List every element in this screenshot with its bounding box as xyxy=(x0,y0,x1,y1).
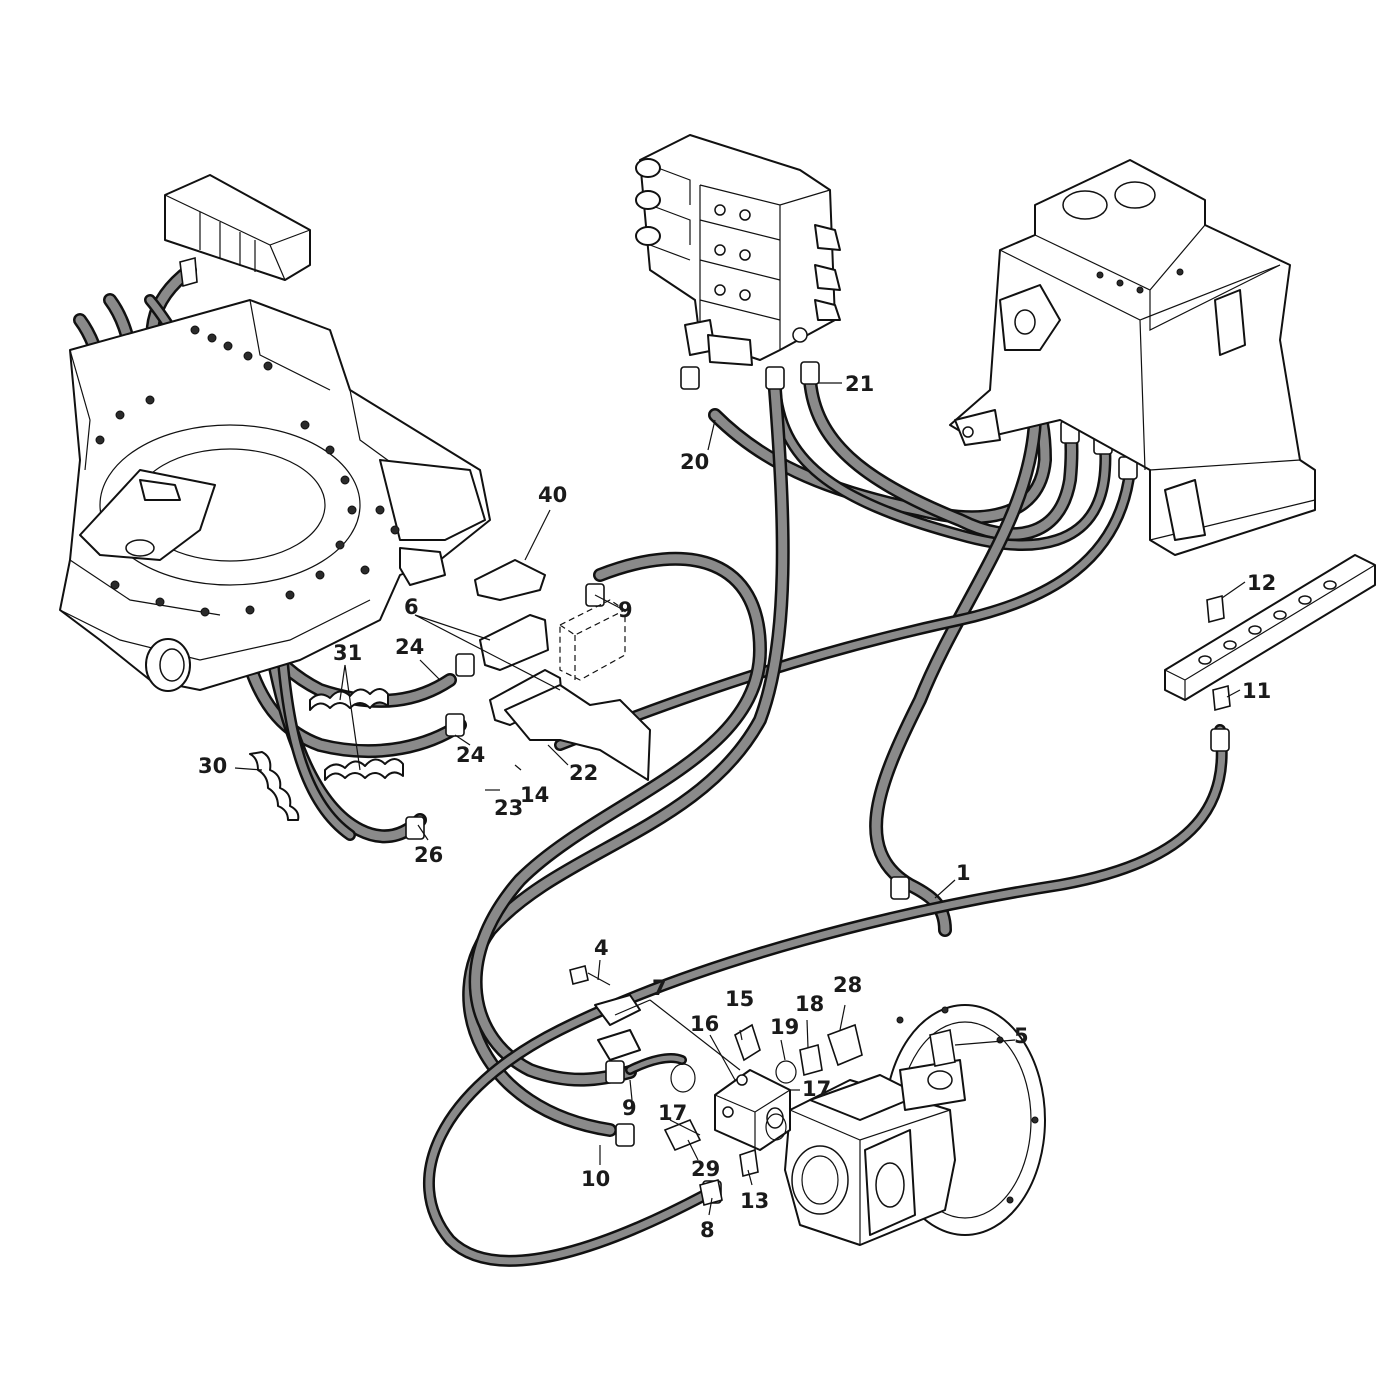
hose-end-fitting xyxy=(765,366,785,390)
hose-pump-to-block xyxy=(625,1053,687,1075)
callout-12: 12 xyxy=(1247,571,1276,595)
small-fittings xyxy=(569,965,863,1207)
hose-end-fitting xyxy=(615,1123,635,1147)
callout-17-right: 17 xyxy=(802,1077,831,1101)
callout-24-upper: 24 xyxy=(395,635,424,659)
hose-end-fitting xyxy=(680,366,700,390)
hose-end-fitting xyxy=(1210,728,1230,752)
hose-tower-to-filter xyxy=(554,464,1136,751)
hose-tower-to-filter-core xyxy=(556,466,1134,749)
callout-10: 10 xyxy=(581,1167,610,1191)
solenoid-block xyxy=(164,174,311,288)
callout-29: 29 xyxy=(691,1157,720,1181)
callout-9-lower: 9 xyxy=(622,1096,637,1120)
turntable-frame xyxy=(59,299,491,692)
callout-21: 21 xyxy=(845,372,874,396)
callout-1: 1 xyxy=(956,861,971,885)
hydraulic-pump-assembly xyxy=(784,1004,1046,1246)
callout-9-upper: 9 xyxy=(618,598,633,622)
valve-stack-levers xyxy=(814,224,841,321)
callout-40: 40 xyxy=(538,483,567,507)
hose-end-fitting xyxy=(800,361,820,385)
callout-14: 14 xyxy=(520,783,549,807)
filter-valve-assembly xyxy=(474,559,651,781)
callout-5: 5 xyxy=(1014,1024,1029,1048)
callout-labels: 1 4 5 6 7 8 9 9 10 11 12 13 14 15 16 17 … xyxy=(198,372,1276,1242)
hose-valve-to-tower-2 xyxy=(803,373,1079,542)
callout-31: 31 xyxy=(333,641,362,665)
hose-tower-to-filter-outline xyxy=(554,464,1136,751)
callout-8: 8 xyxy=(700,1218,715,1242)
callout-19: 19 xyxy=(770,1015,799,1039)
hose-bottom-return xyxy=(422,724,1228,1267)
hose-end-fitting xyxy=(445,713,465,737)
callout-6: 6 xyxy=(404,595,419,619)
hose-valve-to-tower-2-core xyxy=(805,375,1076,539)
callout-23: 23 xyxy=(494,796,523,820)
callout-24-lower: 24 xyxy=(456,743,485,767)
hose-bottom-return-core xyxy=(425,726,1226,1265)
callout-4: 4 xyxy=(594,936,609,960)
hose-filter-loop xyxy=(468,551,767,1087)
callout-30: 30 xyxy=(198,754,227,778)
distributor-bar-holes xyxy=(1198,580,1337,665)
leader-lines xyxy=(234,382,1246,1216)
hose-tower-to-fitting-1 xyxy=(869,413,1042,937)
hose-clamps xyxy=(249,688,404,821)
valve-stack-ports xyxy=(714,204,808,343)
hose-pump-to-block-core xyxy=(627,1055,685,1073)
hose-valve-long-down-core xyxy=(464,385,788,1135)
control-valve-stack xyxy=(635,134,841,366)
callout-20: 20 xyxy=(680,450,709,474)
hose-end-fitting xyxy=(605,1060,625,1084)
callout-16: 16 xyxy=(690,1012,719,1036)
distributor-bar xyxy=(1164,554,1376,712)
hose-tower-to-fitting-1-core xyxy=(871,415,1040,935)
callout-7: 7 xyxy=(652,976,667,1000)
hose-end-fitting xyxy=(455,653,475,677)
mast-base-tower xyxy=(949,159,1316,556)
callout-28: 28 xyxy=(833,973,862,997)
callout-13: 13 xyxy=(740,1189,769,1213)
hose-filter-loop-core xyxy=(471,554,765,1085)
frame-bolt-holes xyxy=(95,325,400,617)
callout-26: 26 xyxy=(414,843,443,867)
callout-17-left: 17 xyxy=(658,1101,687,1125)
hose-end-fitting xyxy=(405,816,425,840)
callout-11: 11 xyxy=(1242,679,1271,703)
manifold-block xyxy=(714,1069,791,1151)
hose-end-fitting xyxy=(890,876,910,900)
callout-18: 18 xyxy=(795,992,824,1016)
hose-valve-long-down xyxy=(462,383,790,1137)
callout-22: 22 xyxy=(569,761,598,785)
callout-15: 15 xyxy=(725,987,754,1011)
